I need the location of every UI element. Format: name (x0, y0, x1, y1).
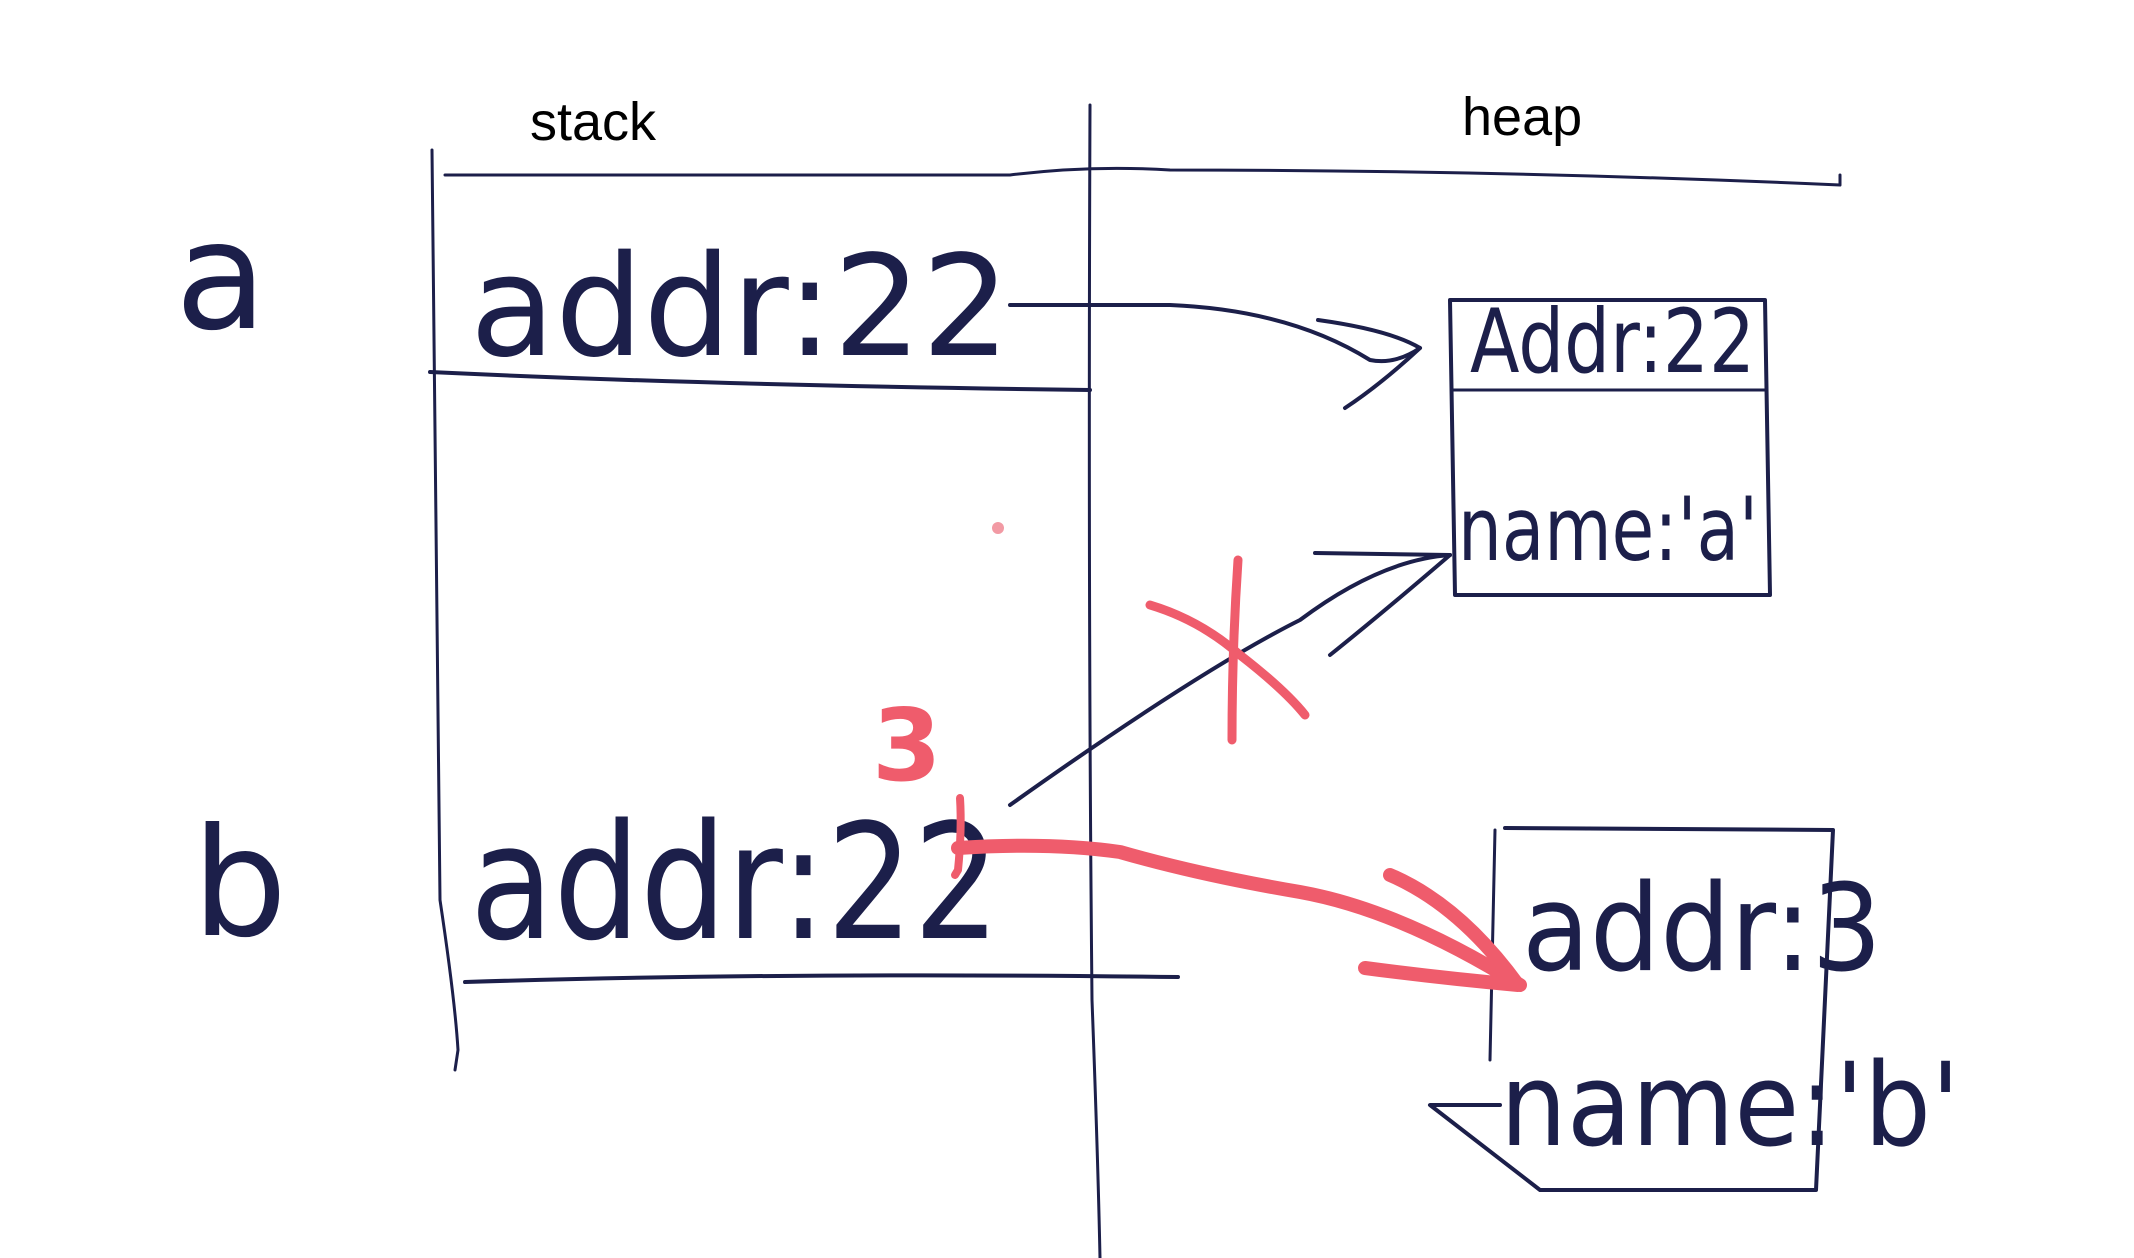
heap-header: heap (1462, 87, 1582, 147)
header-rule (443, 166, 1842, 187)
heap-object-a-addr: Addr:22 (1470, 290, 1755, 393)
pointer-a-to-object-a (1008, 303, 1422, 364)
stack-left-border (430, 148, 460, 1072)
variable-b-label: b (192, 797, 287, 971)
variable-a-label: a (175, 190, 267, 364)
new-pointer-b-arrowhead (1358, 868, 1525, 992)
old-pointer-b-to-object-a (1008, 553, 1452, 807)
stack-header: stack (530, 92, 657, 152)
red-stroke-mark (951, 794, 965, 879)
stack-slot-a-bottom (428, 370, 1092, 392)
cross-out-stroke-1 (1145, 600, 1310, 720)
stack-a-value: addr:22 (470, 226, 1010, 389)
cross-out-stroke-2 (1227, 555, 1243, 745)
new-pointer-b-to-object-b (951, 838, 1527, 992)
old-pointer-b-arrowhead (1313, 551, 1452, 657)
stack-heap-divider (1087, 103, 1102, 1258)
heap-object-a-box (1448, 298, 1772, 597)
red-dot-mark (992, 522, 1004, 534)
heap-object-b-name: name:'b' (1500, 1039, 1960, 1173)
pointer-a-arrowhead (1316, 318, 1422, 410)
heap-object-a-name: name:'a' (1458, 478, 1758, 581)
stack-slot-b-bottom (463, 973, 1180, 984)
heap-object-b-addr: addr:3 (1522, 860, 1882, 999)
stack-b-value: addr:22 (470, 789, 1000, 976)
heap-object-b-box (1428, 826, 1835, 1192)
stack-b-overwrite: 3 (872, 687, 942, 804)
